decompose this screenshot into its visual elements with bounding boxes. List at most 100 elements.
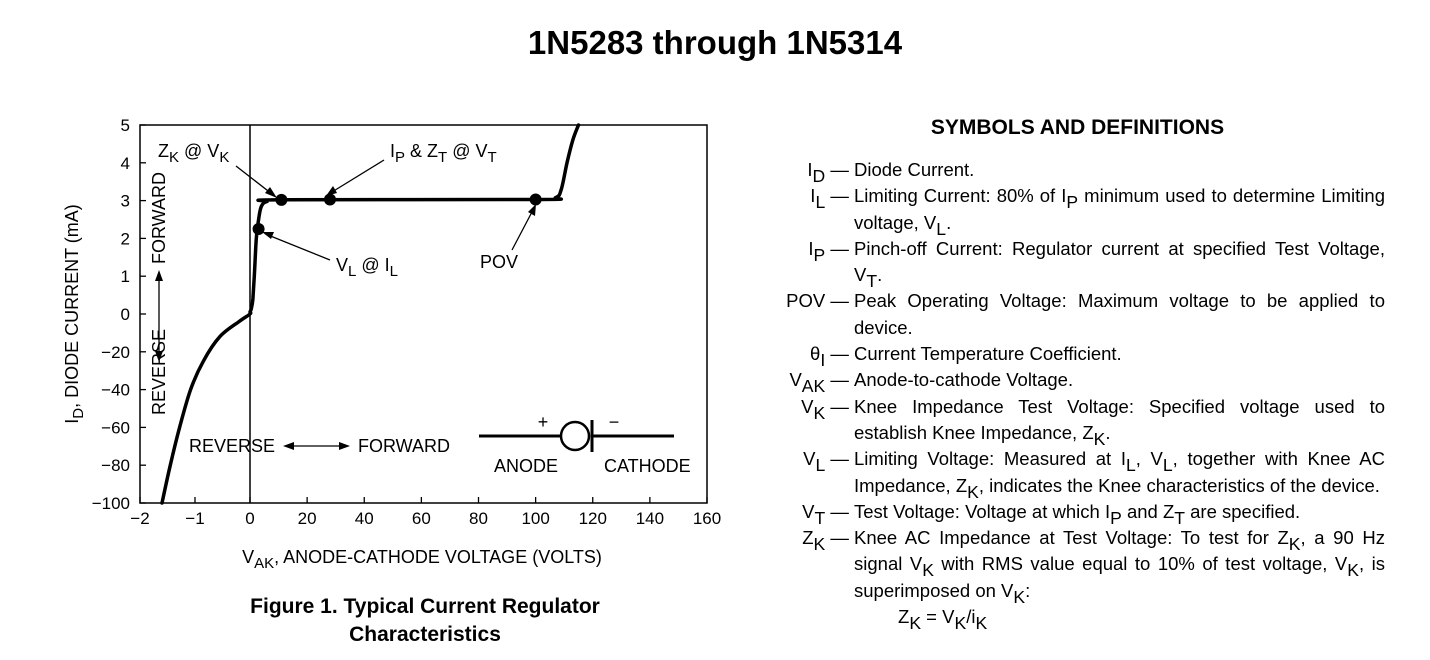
x-axis-label-main: V (242, 547, 254, 567)
y-tick-label: 2 (121, 229, 130, 248)
axis-ticks (139, 124, 708, 504)
marker-vl-il (252, 222, 265, 235)
y-tick-label: 3 (121, 192, 130, 211)
x-axis-label-rest: , ANODE-CATHODE VOLTAGE (VOLTS) (274, 547, 602, 567)
forward-horizontal-label: FORWARD (358, 436, 450, 456)
iv-characteristic-curve (160, 123, 581, 505)
definition-symbol: IP — (808, 237, 854, 266)
x-tick-label: 60 (412, 509, 431, 528)
annotation-pov: POV (480, 252, 518, 272)
definition-text: Current Temperature Coefficient. (854, 343, 1122, 365)
x-tick-label: 0 (245, 509, 254, 528)
definition-text: Knee Impedance Test Voltage: Specified v… (854, 395, 1385, 450)
current-regulator-chart: −2 −1 0 20 40 60 80 100 120 140 160 0 1 2 3 4 5 −100 −80 −6… (62, 116, 721, 572)
definition-symbol: IL — (810, 185, 854, 213)
definition-text: Limiting Voltage: Measured at IL, VL, to… (854, 448, 1386, 502)
y-axis-label-sub: D (70, 408, 87, 419)
figure-caption-line2: Characteristics (349, 623, 501, 646)
vertical-arrowhead-down (155, 351, 163, 362)
marker-zk-vk (275, 193, 288, 206)
horizontal-arrowhead-left (283, 442, 294, 450)
arrowhead-ip-zt-at-vt (326, 186, 337, 196)
arrow-vl-at-il (267, 234, 331, 261)
x-tick-label: −1 (185, 509, 204, 528)
x-tick-label: 160 (693, 509, 721, 528)
y-axis-label-main: I (62, 419, 82, 424)
x-tick-label: 140 (636, 509, 664, 528)
definition-text: Limiting Current: 80% of IP minimum used… (854, 185, 1385, 239)
horizontal-arrowhead-right (339, 442, 350, 450)
y-tick-label: 1 (121, 267, 130, 286)
annotation-ip-zt-at-vt: IP & ZT @ VT (390, 141, 497, 166)
arrowhead-zk-at-vk (265, 187, 277, 198)
definition-row: θI — Current Temperature Coefficient. (760, 341, 1385, 371)
definition-text: Test Voltage: Voltage at which IP and ZT… (854, 500, 1301, 528)
y-tick-label: 5 (121, 116, 130, 135)
arrow-pov (511, 209, 534, 251)
diode-anode-label: ANODE (494, 456, 558, 476)
definition-symbol: VT — (802, 500, 854, 528)
definitions-list: ID — Diode Current.IL — Limiting Current… (760, 157, 1386, 634)
definition-symbol: ZK — (802, 527, 854, 555)
page-title: 1N5283 through 1N5314 (527, 24, 903, 61)
x-tick-label: 120 (579, 509, 607, 528)
y-tick-label: −60 (101, 418, 130, 437)
definition-symbol: VK — (801, 395, 854, 423)
definition-row: ZK — Knee AC Impedance at Test Voltage: … (760, 525, 1385, 607)
x-tick-label: −2 (130, 509, 149, 528)
zk-formula: ZK = VK/iK (898, 606, 988, 634)
definition-text: Peak Operating Voltage: Maximum voltage … (854, 290, 1385, 338)
definition-text: Knee AC Impedance at Test Voltage: To te… (854, 527, 1385, 607)
axis-tick-labels: −2 −1 0 20 40 60 80 100 120 140 160 0 1 2 3 4 5 −100 −80 −6… (92, 116, 721, 528)
definition-row: IL — Limiting Current: 80% of IP minimum… (760, 183, 1385, 239)
definition-symbol: POV — (786, 290, 854, 312)
figure-caption-line1: Figure 1. Typical Current Regulator (250, 595, 600, 618)
definitions-title: SYMBOLS AND DEFINITIONS (930, 116, 1225, 139)
y-tick-label: −80 (101, 456, 130, 475)
marker-pov (529, 193, 542, 206)
vertical-arrowhead-up (155, 270, 163, 281)
definition-row: VAK — Anode-to-cathode Voltage. (760, 367, 1385, 397)
curve-markers (252, 193, 542, 235)
definition-row: POV — Peak Operating Voltage: Maximum vo… (760, 288, 1385, 341)
definition-row: IP — Pinch-off Current: Regulator curren… (760, 236, 1385, 292)
reverse-horizontal-label: REVERSE (189, 436, 275, 456)
x-tick-label: 80 (469, 509, 488, 528)
forward-vertical-label: FORWARD (149, 172, 169, 264)
arrowhead-pov (528, 204, 536, 216)
arrow-zk-at-vk (235, 165, 273, 195)
definition-symbol: ID — (807, 159, 854, 187)
x-tick-label: 100 (521, 509, 549, 528)
diode-cathode-label: CATHODE (604, 456, 691, 476)
arrowhead-vl-at-il (262, 232, 274, 239)
x-tick-label: 40 (355, 509, 374, 528)
annotation-zk-at-vk: ZK @ VK (158, 141, 229, 166)
definition-text: Diode Current. (854, 159, 975, 180)
y-tick-label: −40 (101, 381, 130, 400)
marker-ip-zt-vt (323, 193, 336, 206)
y-tick-label: 4 (121, 154, 130, 173)
arrow-ip-zt-at-vt (331, 159, 385, 193)
definition-row: VT — Test Voltage: Voltage at which IP a… (760, 499, 1385, 528)
definition-row: VK — Knee Impedance Test Voltage: Specif… (760, 394, 1385, 450)
y-tick-label: −20 (101, 343, 130, 362)
figure-caption: Figure 1. Typical Current Regulator Char… (190, 593, 660, 649)
definition-symbol: θI — (810, 343, 854, 371)
definition-text: Pinch-off Current: Regulator current at … (854, 237, 1385, 292)
y-axis-label: ID, DIODE CURRENT (mA) (62, 204, 87, 424)
x-tick-label: 20 (298, 509, 317, 528)
definition-symbol: VL — (803, 448, 854, 476)
diode-plus-sign: + (538, 412, 549, 432)
definition-symbol: VAK — (789, 369, 854, 397)
diode-body (559, 420, 591, 452)
diode-symbol: + − ANODE CATHODE (479, 412, 691, 476)
definition-text: Anode-to-cathode Voltage. (854, 369, 1074, 391)
y-tick-label: −100 (92, 494, 130, 513)
y-axis-label-rest: , DIODE CURRENT (mA) (62, 204, 82, 408)
x-axis-label: VAK, ANODE-CATHODE VOLTAGE (VOLTS) (242, 547, 602, 572)
definition-row: ID — Diode Current. (760, 157, 1385, 187)
y-tick-label: 0 (121, 305, 130, 324)
x-axis-label-sub: AK (254, 555, 274, 572)
diode-minus-sign: − (609, 412, 620, 432)
definition-row: VL — Limiting Voltage: Measured at IL, V… (760, 446, 1386, 502)
